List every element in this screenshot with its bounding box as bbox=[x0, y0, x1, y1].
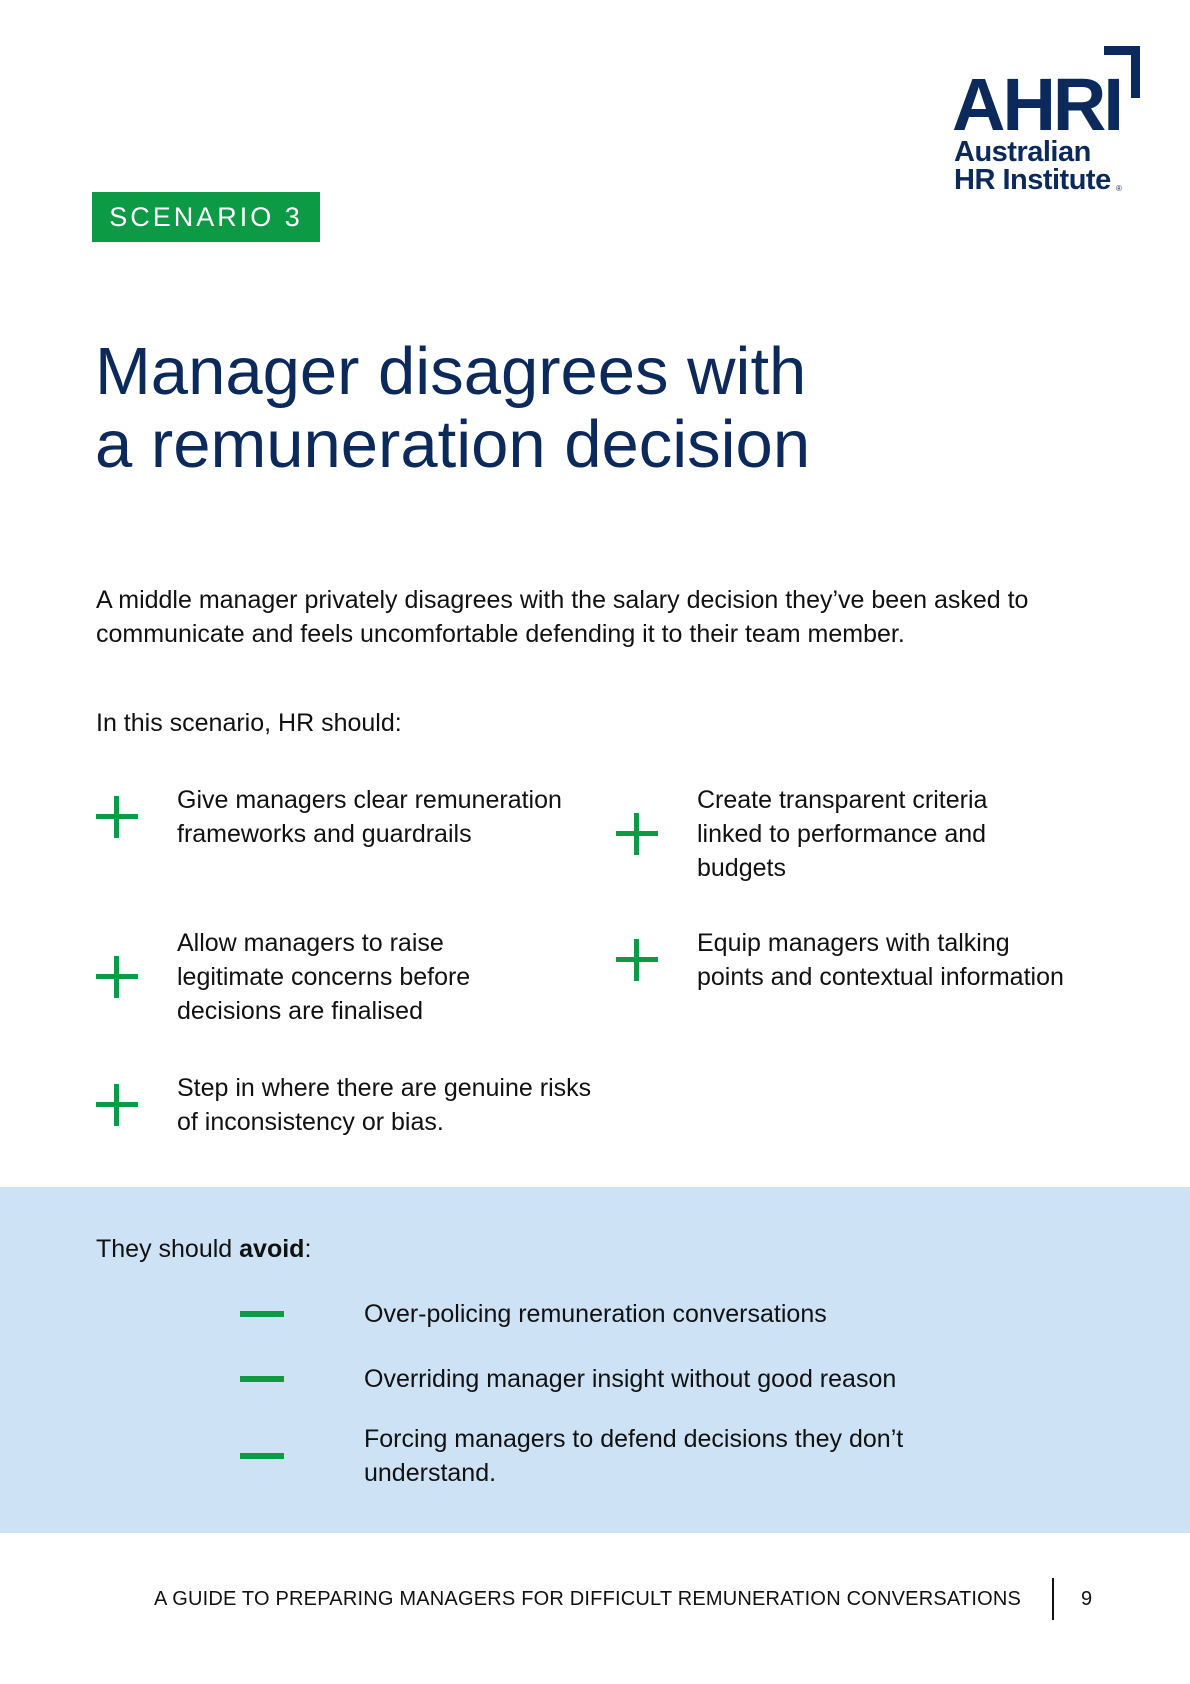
footer-divider bbox=[1052, 1578, 1054, 1620]
logo-wordmark: AHRI bbox=[952, 63, 1124, 146]
should-item-4: Equip managers with talking points and c… bbox=[616, 926, 1086, 994]
avoid-label-post: : bbox=[304, 1235, 312, 1263]
should-lead-in: In this scenario, HR should: bbox=[96, 709, 402, 737]
footer-guide-title: A GUIDE TO PREPARING MANAGERS FOR DIFFIC… bbox=[154, 1588, 1022, 1610]
scenario-badge: SCENARIO 3 bbox=[92, 192, 320, 242]
avoid-label-bold: avoid bbox=[239, 1235, 305, 1263]
should-item-text: Equip managers with talking points and c… bbox=[697, 929, 1064, 991]
plus-icon bbox=[96, 956, 138, 998]
intro-paragraph: A middle manager privately disagrees wit… bbox=[96, 586, 1029, 648]
logo-line-australian: Australian bbox=[954, 136, 1091, 168]
ahri-logo: AHRI Australian HR Institute ® bbox=[952, 46, 1142, 196]
avoid-label-pre: They should bbox=[96, 1235, 240, 1263]
page-title: Manager disagrees with a remuneration de… bbox=[95, 335, 1095, 481]
should-item-text: Step in where there are genuine risks of… bbox=[177, 1074, 592, 1136]
should-item-3: Allow managers to raise legitimate conce… bbox=[96, 926, 616, 1028]
avoid-item-3: Forcing managers to defend decisions the… bbox=[240, 1422, 1004, 1490]
logo-corner-bracket bbox=[1104, 46, 1140, 98]
avoid-section-background bbox=[0, 1187, 1190, 1533]
plus-icon bbox=[96, 796, 138, 838]
logo-corner-horizontal bbox=[1104, 46, 1140, 55]
page-number: 9 bbox=[1081, 1588, 1093, 1610]
should-item-text: Create transparent criteria linked to pe… bbox=[697, 786, 988, 882]
minus-icon bbox=[240, 1311, 284, 1317]
logo-line-hr-institute: HR Institute bbox=[954, 164, 1111, 196]
should-item-1: Give managers clear remuneration framewo… bbox=[96, 783, 616, 851]
avoid-item-text: Over-policing remuneration conversations bbox=[364, 1300, 827, 1328]
plus-icon bbox=[616, 939, 658, 981]
should-item-text: Allow managers to raise legitimate conce… bbox=[177, 929, 471, 1025]
page-title-line-2: a remuneration decision bbox=[95, 407, 811, 482]
avoid-item-text: Forcing managers to defend decisions the… bbox=[364, 1425, 904, 1487]
should-item-5: Step in where there are genuine risks of… bbox=[96, 1071, 656, 1139]
minus-icon bbox=[240, 1453, 284, 1459]
logo-corner-vertical bbox=[1131, 46, 1140, 98]
page-title-line-1: Manager disagrees with bbox=[95, 334, 807, 409]
avoid-item-text: Overriding manager insight without good … bbox=[364, 1365, 897, 1393]
should-item-2: Create transparent criteria linked to pe… bbox=[616, 783, 1086, 885]
avoid-label: They should avoid: bbox=[96, 1232, 311, 1266]
logo-registered-mark: ® bbox=[1116, 184, 1122, 193]
plus-icon bbox=[96, 1084, 138, 1126]
should-item-text: Give managers clear remuneration framewo… bbox=[177, 786, 562, 848]
plus-icon bbox=[616, 813, 658, 855]
avoid-item-1: Over-policing remuneration conversations bbox=[240, 1297, 1004, 1331]
minus-icon bbox=[240, 1376, 284, 1382]
avoid-item-2: Overriding manager insight without good … bbox=[240, 1362, 1004, 1396]
